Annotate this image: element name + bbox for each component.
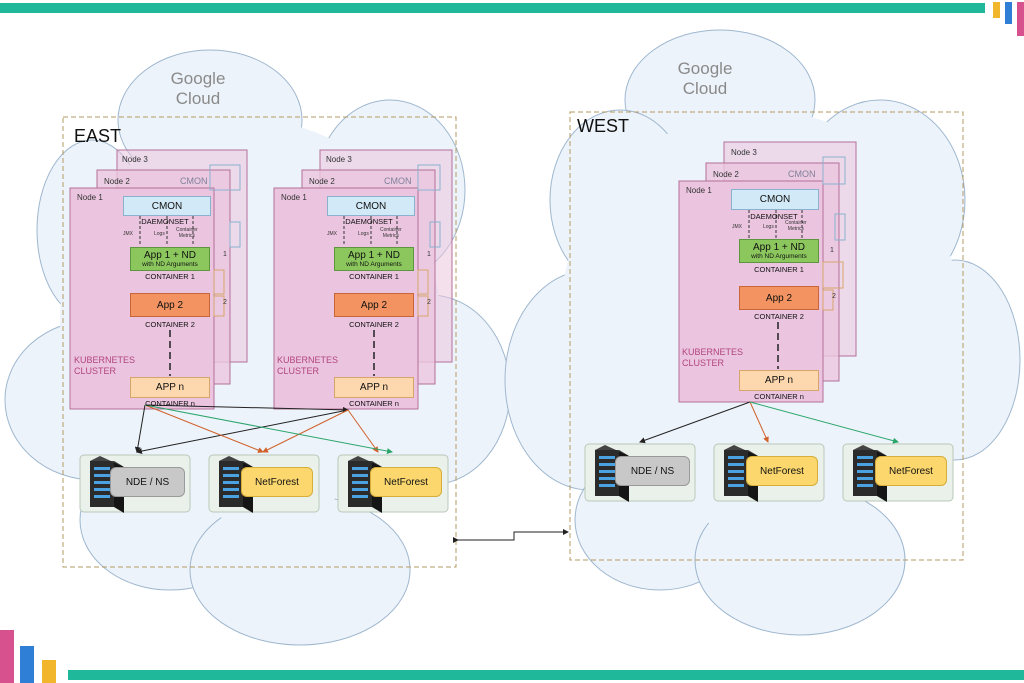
east-b-app2: App 2 [334,293,414,317]
east-netforest-1-label: NetForest [241,467,313,497]
east-a-appn: APP n [130,377,210,398]
west-node3-label: Node 3 [731,148,757,157]
east-a-node3-label: Node 3 [122,155,148,164]
west-node1-label: Node 1 [686,186,712,195]
west-app2: App 2 [739,286,819,310]
west-daemonset: DAEMONSET [750,212,798,221]
east-b-node1-label: Node 1 [281,193,307,202]
east-b-container2: CONTAINER 2 [349,320,399,329]
deco-bar-blue-bottom [20,646,34,683]
east-b-logs: Logs [358,231,369,237]
west-appn: APP n [739,370,819,391]
east-a-ghosts [209,164,241,248]
east-region-label: EAST [74,126,122,146]
east-a-ghost1: 1 [223,251,227,258]
east-a-ghost2: 2 [223,299,227,306]
east-a-container1: CONTAINER 1 [145,272,195,281]
west-netforest-2-label: NetForest [875,456,947,486]
east-a-logs: Logs [154,231,165,237]
west-cmon: CMON [731,189,819,210]
east-a-cmon: CMON [123,196,211,216]
east-netforest-2-label: NetForest [370,467,442,497]
west-netforest-1-label: NetForest [746,456,818,486]
east-b-daemonset: DAEMONSET [345,217,393,226]
east-a-node1-label: Node 1 [77,193,103,202]
east-a-containern: CONTAINER n [145,399,195,408]
bottom-bar [68,670,1024,680]
east-b-node3-label: Node 3 [326,155,352,164]
west-ghost-cmon: CMON [788,169,816,179]
east-a-ghost-cmon: CMON [180,176,208,186]
west-ghost2: 2 [832,293,836,300]
west-arrows [639,401,899,444]
deco-bar-yellow-bottom [42,660,56,683]
east-a-container2: CONTAINER 2 [145,320,195,329]
east-b-cmon: CMON [327,196,415,216]
west-ghost1: 1 [830,247,834,254]
deco-bar-blue [1005,2,1012,24]
east-region-border [62,116,457,568]
west-node2-label: Node 2 [713,170,739,179]
east-b-ghost1: 1 [427,251,431,258]
east-b-container1: CONTAINER 1 [349,272,399,281]
east-a-jmx: JMX [123,231,133,237]
west-container2: CONTAINER 2 [754,312,804,321]
east-a-daemonset: DAEMONSET [141,217,189,226]
top-bar [0,3,985,13]
west-region-border [569,111,964,561]
east-b-appn: APP n [334,377,414,398]
inter-region-link [453,529,569,543]
east-arrows [134,404,393,455]
west-jmx: JMX [732,224,742,230]
deco-bar-yellow [993,2,1000,18]
deco-bar-pink-bottom [0,630,14,683]
east-nde-server-label: NDE / NS [110,467,185,497]
east-b-ghost2: 2 [427,299,431,306]
west-logs: Logs [763,224,774,230]
east-b-containern: CONTAINER n [349,399,399,408]
west-nde-server-label: NDE / NS [615,456,690,486]
east-a-node2-label: Node 2 [104,177,130,186]
east-b-jmx: JMX [327,231,337,237]
east-a-app2: App 2 [130,293,210,317]
east-b-node2-label: Node 2 [309,177,335,186]
east-b-ghost-cmon: CMON [384,176,412,186]
west-region-label: WEST [577,116,629,136]
west-container1: CONTAINER 1 [754,265,804,274]
deco-bar-pink [1017,2,1024,36]
west-containern: CONTAINER n [754,392,804,401]
